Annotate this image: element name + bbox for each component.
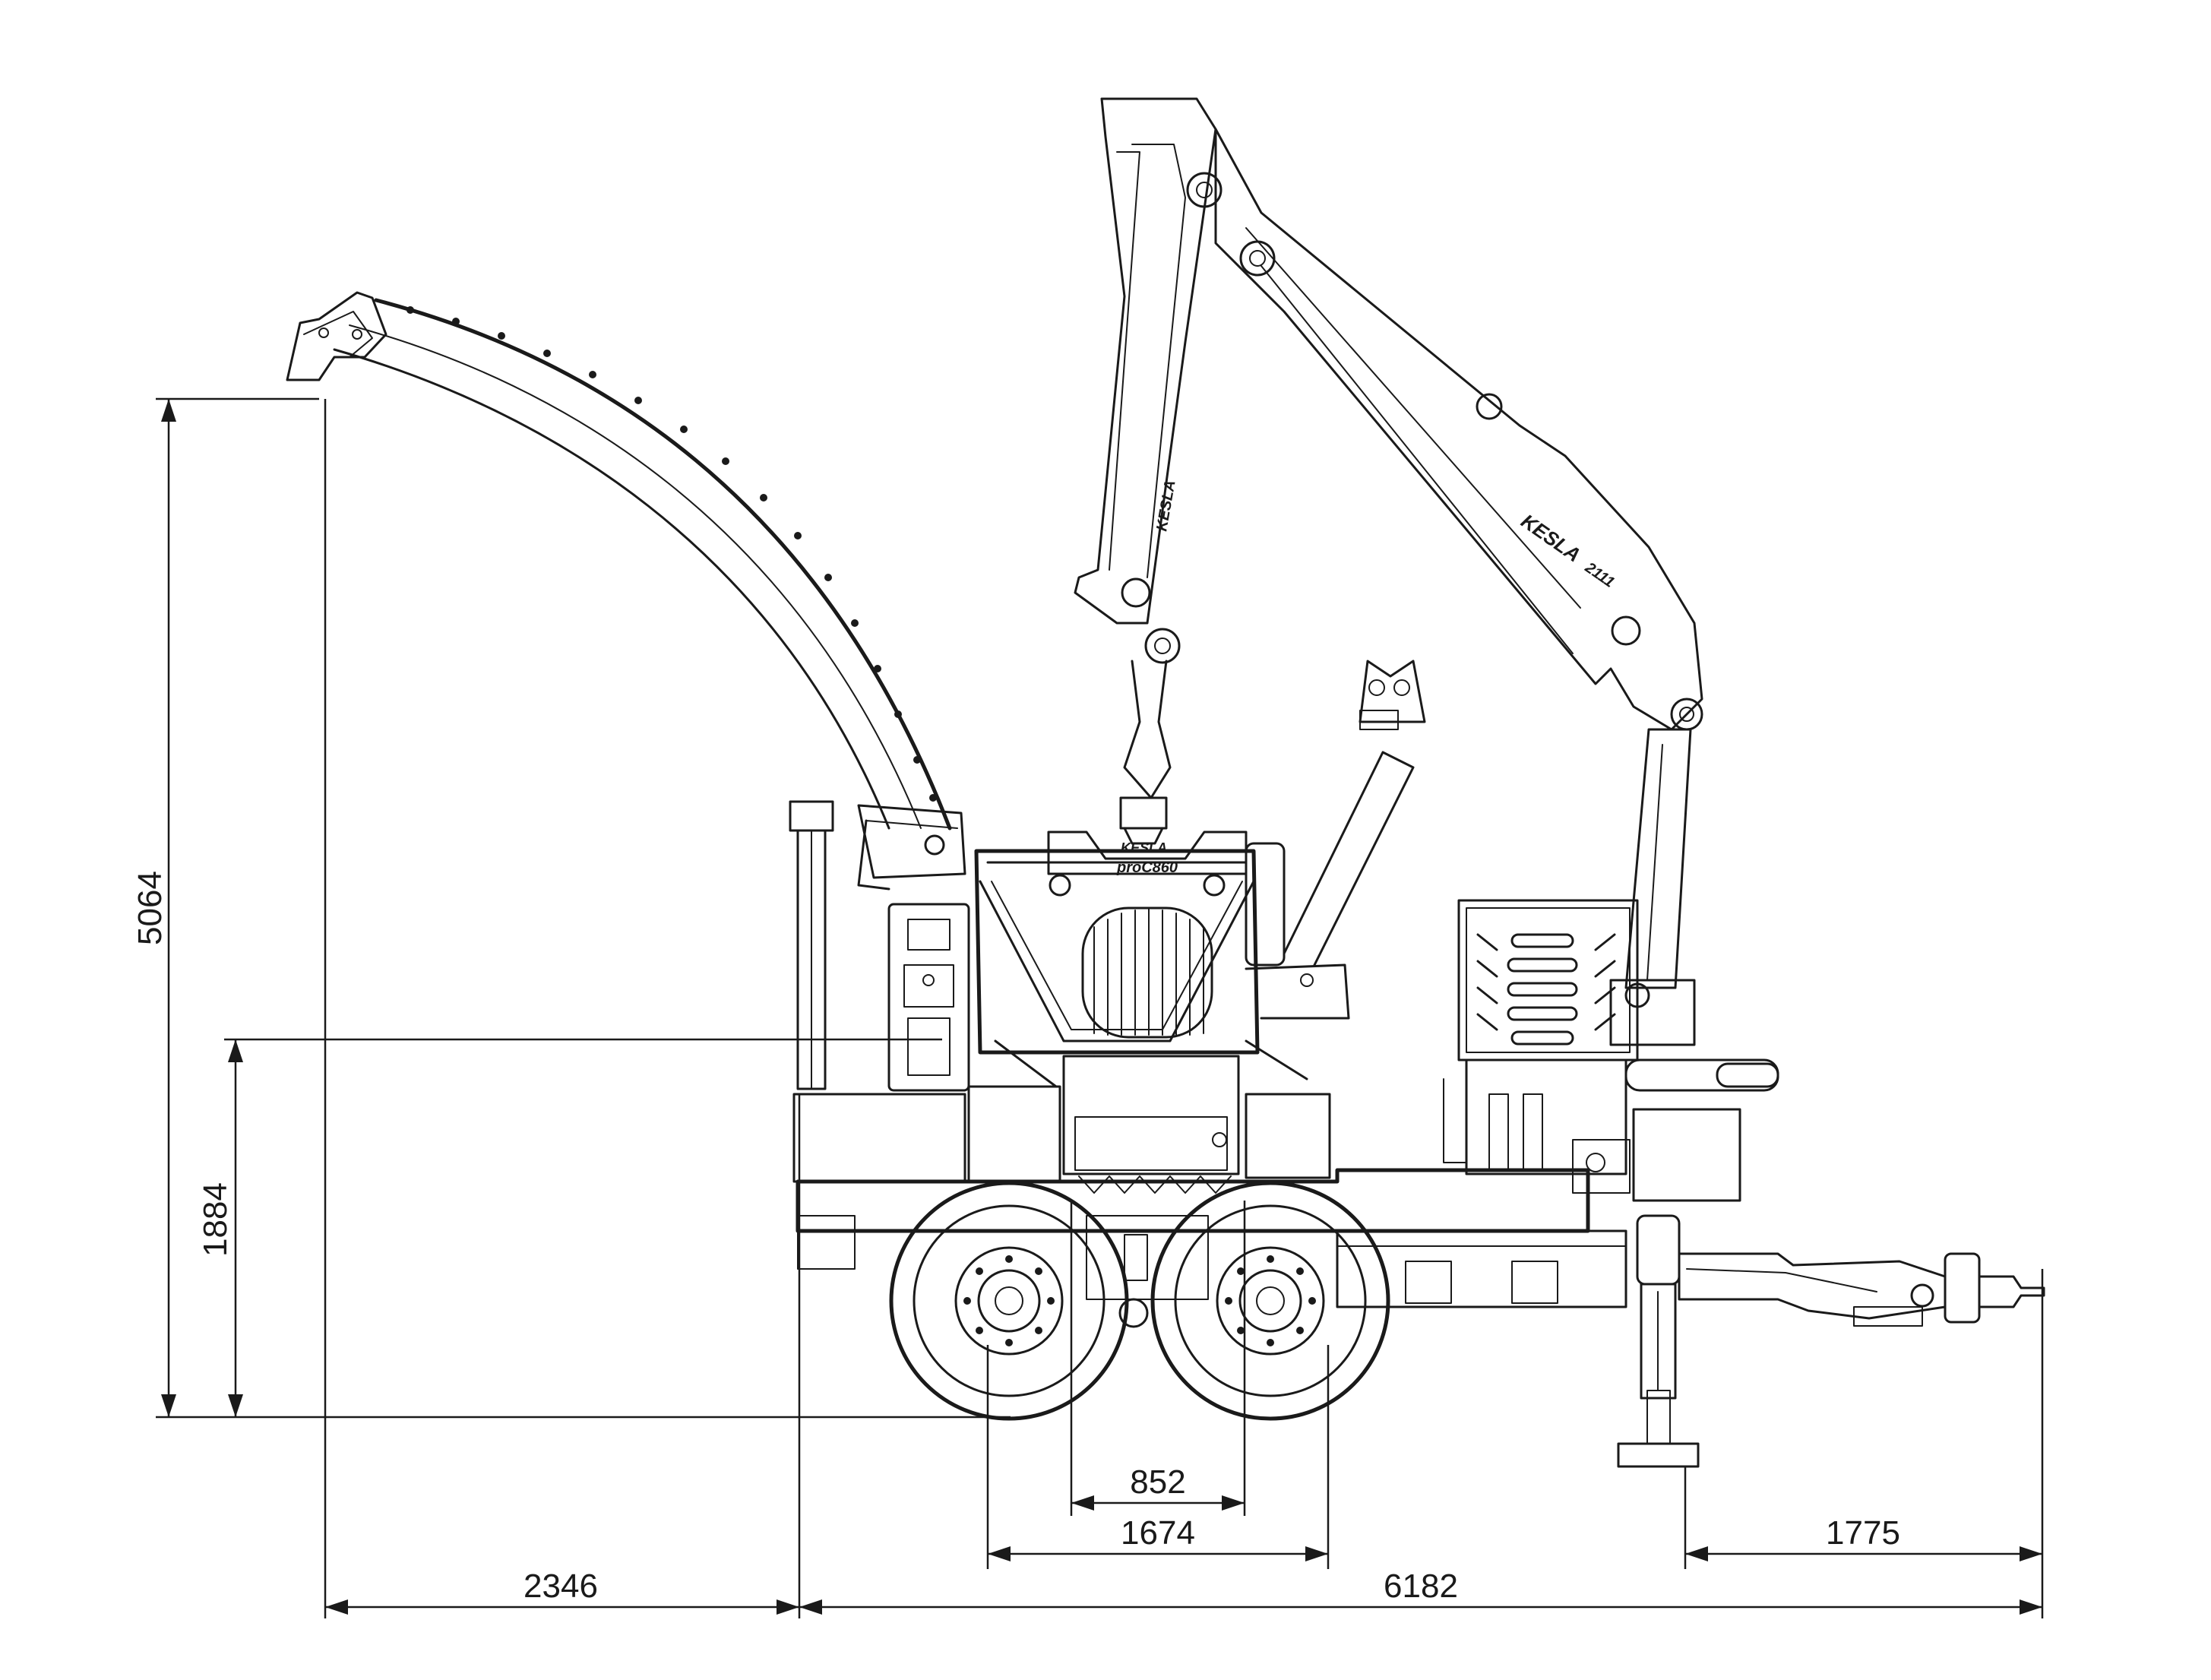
drawbar-hitch-icon (1678, 1252, 2045, 1327)
dim-overall-height: 5064 (131, 871, 169, 945)
dim-axle-spacing: 852 (1130, 1463, 1185, 1501)
engine-vent-slots (1476, 933, 1616, 1046)
crane-model-logo: 2111 (1581, 559, 1617, 591)
feed-grille (1081, 906, 1213, 1039)
chute-rivets (406, 306, 937, 802)
support-leg-icon (1617, 1214, 1700, 1468)
dim-drawbar-length: 1775 (1826, 1514, 1900, 1552)
rear-wheel (1150, 1181, 1390, 1421)
front-wheel (889, 1181, 1129, 1421)
chipper-body-icon: KESLA proC860 (792, 831, 1350, 1194)
exhaust-stack-icon (789, 800, 834, 1090)
chipper-chute-icon (286, 291, 966, 891)
dim-chute-overhang: 2346 (523, 1568, 598, 1605)
hydraulic-unit-icon (1443, 1058, 1779, 1202)
crane-brand-logo: KESLA (1517, 509, 1585, 566)
chassis-icon (796, 1168, 1627, 1328)
tandem-wheel-icon (889, 1181, 1390, 1421)
dimension-labels: 5064 1884 852 1674 1775 2346 6182 (131, 871, 1900, 1605)
boom-brand-logo: KESLA (1153, 479, 1178, 533)
feed-model-logo: proC860 (1116, 859, 1178, 876)
dimension-lines (156, 397, 2044, 1618)
engine-housing-icon (1457, 899, 1639, 1061)
dim-body-length: 6182 (1384, 1568, 1458, 1605)
dim-feed-height: 1884 (197, 1182, 234, 1257)
support-arm-icon (1283, 660, 1426, 967)
crane-arm-icon: KESLA KESLA 2111 (1074, 97, 1703, 1046)
dim-wheel-span: 1674 (1121, 1514, 1195, 1552)
feed-tower-icon (887, 903, 970, 1092)
